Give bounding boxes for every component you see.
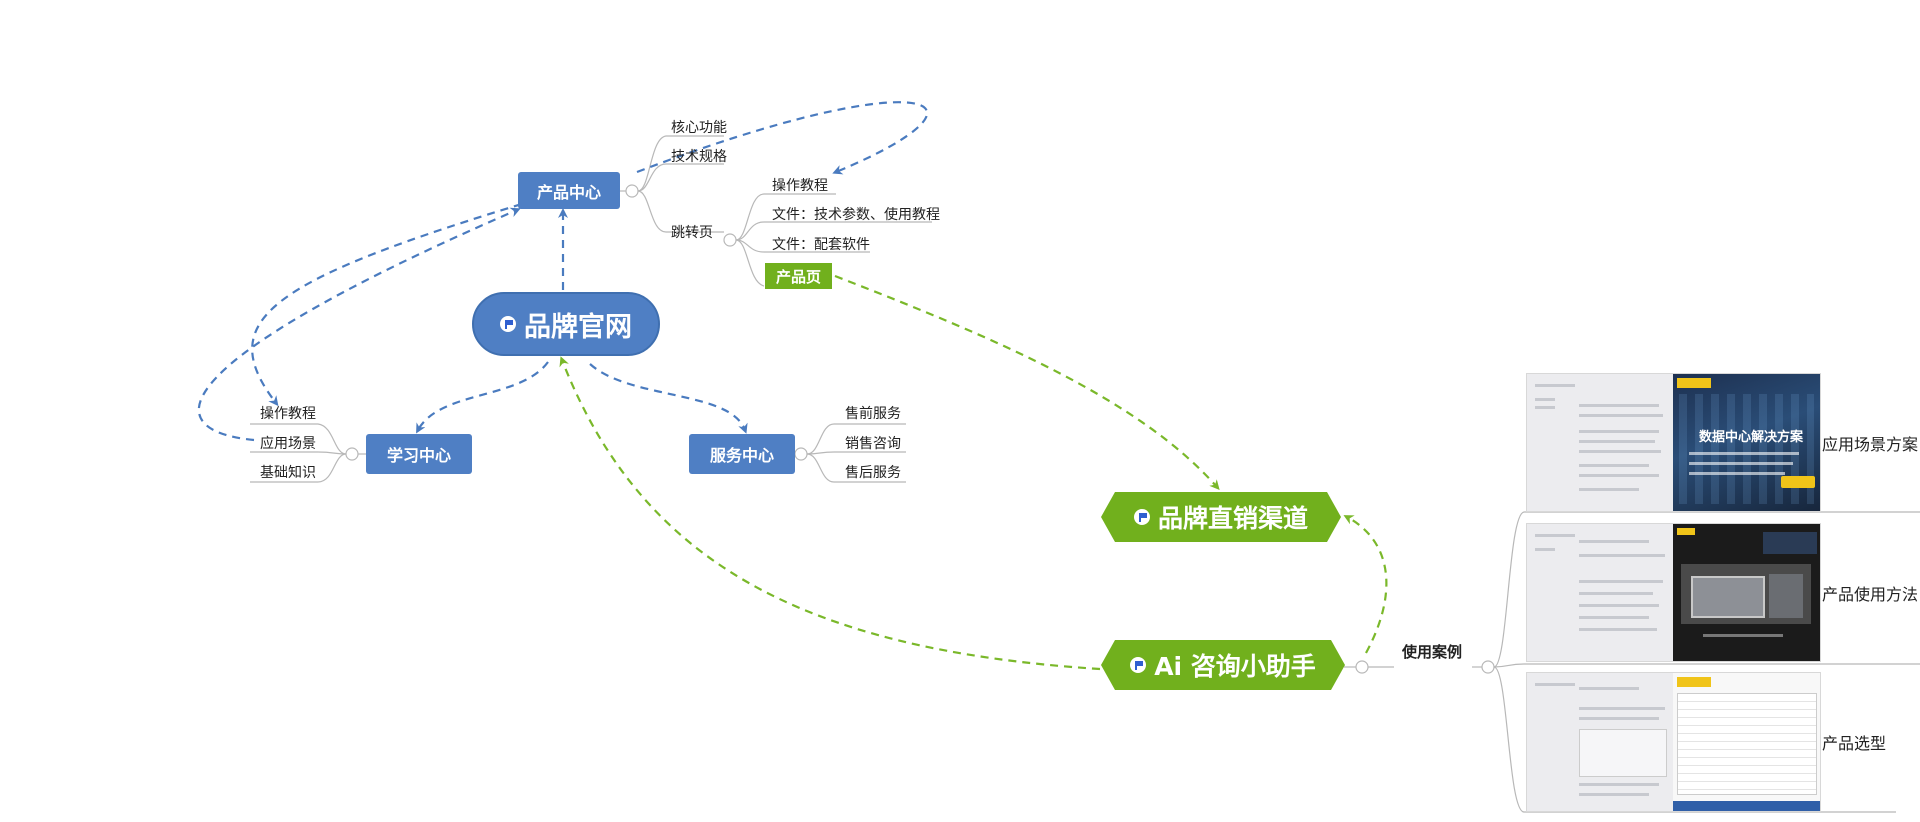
product-center-label: 产品中心 [536, 182, 601, 202]
direct-channel-node[interactable]: 品牌直销渠道 [1101, 492, 1341, 542]
flag-icon [1134, 509, 1150, 525]
direct-channel-label: 品牌直销渠道 [1157, 504, 1308, 533]
product-table-page [1673, 673, 1820, 811]
product-center-item-core[interactable]: 核心功能 [671, 120, 727, 136]
chat-pane [1527, 673, 1673, 811]
jump-page-item-tutorial[interactable]: 操作教程 [772, 178, 828, 194]
case-label-usage[interactable]: 产品使用方法 [1822, 585, 1919, 604]
video-player [1673, 524, 1820, 661]
jump-page-item-files-software[interactable]: 文件：配套软件 [772, 237, 870, 253]
ai-assistant-label: Ai 咨询小助手 [1154, 652, 1316, 681]
chat-pane [1527, 524, 1673, 661]
learning-center-node[interactable]: 学习中心 [366, 434, 472, 474]
service-item-consult[interactable]: 销售咨询 [845, 436, 901, 452]
service-center-label: 服务中心 [709, 446, 774, 465]
case-screenshot-selection[interactable] [1526, 672, 1821, 812]
ai-assistant-node[interactable]: Ai 咨询小助手 [1101, 640, 1345, 690]
jump-page-item-files-params[interactable]: 文件：技术参数、使用教程 [772, 207, 940, 223]
product-center-item-spec[interactable]: 技术规格 [671, 149, 727, 165]
learning-item-scenarios[interactable]: 应用场景 [260, 436, 316, 452]
jump-page-node[interactable]: 跳转页 [671, 225, 713, 241]
product-center-node[interactable]: 产品中心 [518, 172, 620, 209]
product-page-label: 产品页 [775, 267, 821, 286]
use-cases-node[interactable]: 使用案例 [1402, 643, 1463, 661]
central-topic[interactable]: 品牌官网 [472, 292, 660, 356]
datacenter-image: 数据中心解决方案 [1673, 374, 1820, 511]
chat-pane [1527, 374, 1673, 511]
flag-icon [1130, 657, 1146, 673]
service-item-presales[interactable]: 售前服务 [845, 406, 901, 422]
flag-icon [500, 316, 516, 332]
product-page-node[interactable]: 产品页 [765, 263, 832, 289]
learning-item-basics[interactable]: 基础知识 [260, 465, 316, 481]
service-item-aftersales[interactable]: 售后服务 [845, 465, 901, 481]
case-label-scenarios[interactable]: 应用场景方案 [1822, 435, 1919, 454]
datacenter-overlay-title: 数据中心解决方案 [1699, 430, 1804, 445]
learning-item-tutorial[interactable]: 操作教程 [260, 406, 316, 422]
case-screenshot-usage[interactable] [1526, 523, 1821, 662]
central-topic-label: 品牌官网 [524, 311, 632, 343]
service-center-node[interactable]: 服务中心 [689, 434, 795, 474]
case-label-selection[interactable]: 产品选型 [1822, 734, 1887, 753]
case-screenshot-scenarios[interactable]: 数据中心解决方案 [1526, 373, 1821, 512]
learning-center-label: 学习中心 [386, 446, 451, 465]
